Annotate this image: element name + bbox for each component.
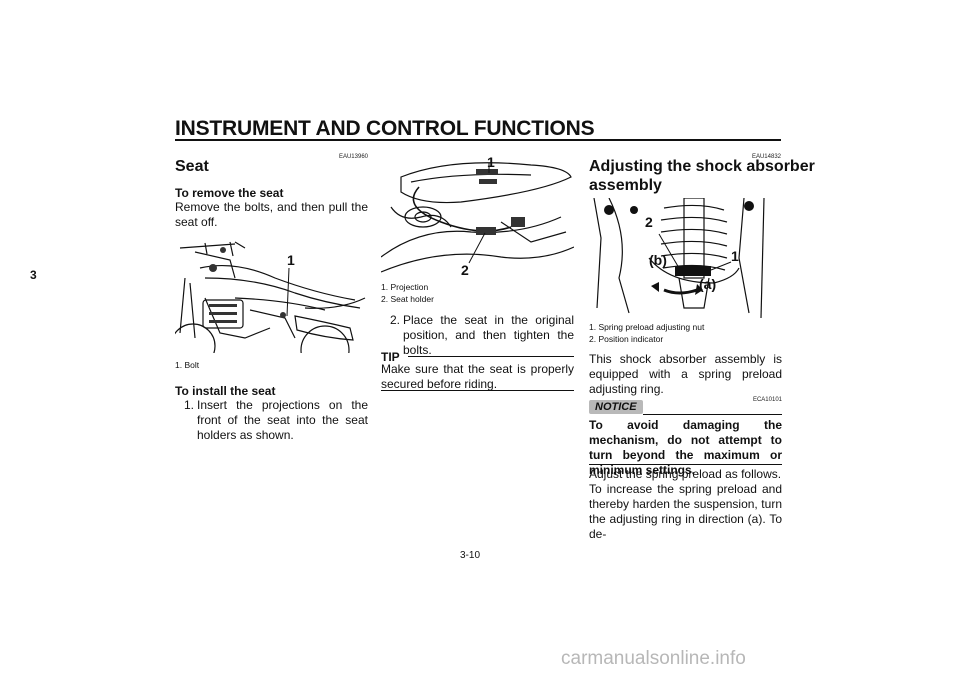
tip-rule-top (408, 356, 574, 357)
fig3-caption-adjusting-nut: 1. Spring preload adjusting nut (589, 322, 705, 332)
fig2-caption-projection: 1. Projection (381, 282, 429, 292)
notice-badge: NOTICE (589, 400, 643, 414)
install-seat-heading: To install the seat (175, 384, 276, 398)
install-step-1: 1. Insert the projections on the front o… (184, 398, 368, 443)
shock-body-1: Adjust the spring preload as follows. (589, 467, 782, 481)
shock-absorber-figure: 2 (b) 1 (a) (589, 198, 782, 318)
fig3-callout-a: (a) (699, 276, 717, 292)
seat-holder-figure: 1 2 (381, 147, 574, 279)
tip-label: TIP (381, 350, 400, 364)
remove-seat-text: Remove the bolts, and then pull the seat… (175, 200, 368, 229)
chapter-tab: 3 (30, 268, 37, 282)
shock-body-2: To increase the spring preload and there… (589, 482, 782, 541)
install-step-1-number: 1. (184, 398, 195, 412)
install-step-2-number: 2. (390, 313, 401, 327)
header-rule (175, 139, 781, 141)
install-step-2: 2. Place the seat in the original positi… (390, 313, 574, 358)
bolt-leader-line (286, 267, 290, 317)
tip-rule-bottom (381, 390, 574, 391)
fig3-callout-1: 1 (731, 248, 739, 264)
fig2-callout-2: 2 (461, 262, 469, 278)
fig1-callout-1: 1 (287, 252, 295, 268)
fig2-callout-1: 1 (487, 154, 495, 170)
watermark: carmanualsonline.info (561, 648, 746, 669)
shock-heading-line2: assembly (589, 177, 662, 194)
fig3-caption-position-indicator: 2. Position indicator (589, 334, 664, 344)
install-step-1-text: Insert the projections on the front of t… (197, 398, 368, 442)
notice-code: ECA10101 (752, 397, 782, 403)
fig2-caption-seat-holder: 2. Seat holder (381, 294, 434, 304)
notice-rule-top (643, 414, 782, 415)
motorcycle-illustration (175, 241, 366, 353)
remove-seat-heading: To remove the seat (175, 186, 284, 200)
motorcycle-seat-figure: 1 (175, 238, 368, 353)
section-code-shock: EAU14832 (751, 154, 781, 160)
section-code-seat: EAU13960 (338, 154, 368, 160)
notice-text: To avoid damaging the mechanism, do not … (589, 418, 782, 477)
fig1-caption-bolt: 1. Bolt (175, 360, 200, 370)
page-title: INSTRUMENT AND CONTROL FUNCTIONS (175, 117, 595, 140)
seat-holder-illustration (381, 162, 574, 273)
seat-heading: Seat (175, 158, 209, 175)
install-step-2-text: Place the seat in the original position,… (403, 313, 574, 357)
tip-text: Make sure that the seat is properly secu… (381, 362, 574, 391)
notice-rule-bottom (589, 464, 782, 465)
shock-intro-text: This shock absorber assembly is equipped… (589, 352, 782, 396)
fig3-callout-2: 2 (645, 214, 653, 230)
fig3-callout-b: (b) (649, 252, 667, 268)
shock-absorber-illustration (593, 198, 765, 318)
page-number: 3-10 (460, 550, 481, 561)
shock-heading-line1: Adjusting the shock absorber (589, 158, 815, 175)
